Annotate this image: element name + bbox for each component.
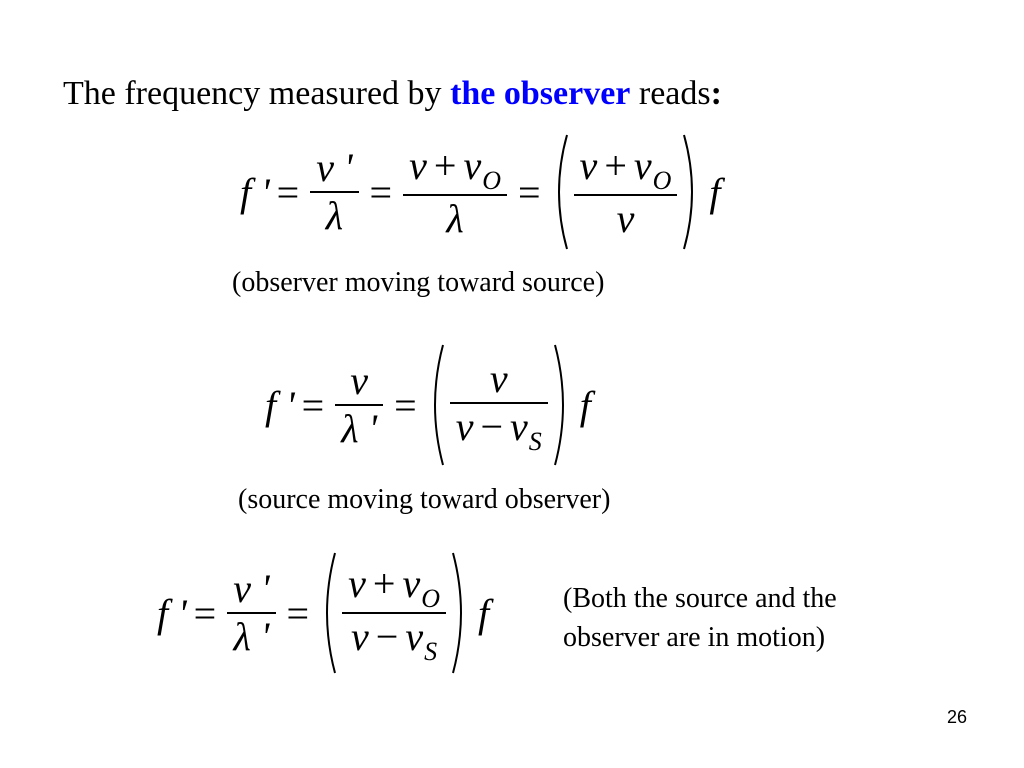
eq1-frac3-vo-sub: O [652,165,672,195]
eq2-fraction-2: v v−vS [449,355,548,456]
slide-heading: The frequency measured by the observer r… [63,72,722,116]
eq3-equals-1: = [193,590,217,636]
eq2-lhs: f ' [265,382,295,428]
page-number: 26 [946,707,967,727]
eq2-frac2-den-v: v [455,403,474,449]
heading-prefix: The frequency measured by [63,75,451,112]
heading-highlight: the observer [450,75,631,112]
eq3-frac2-plus: + [372,561,396,606]
eq2-equals-2: = [394,382,417,428]
eq3-frac2-den-v: v [351,614,369,659]
eq2-tail-f: f [579,382,591,428]
eq3-fraction-2: v+vO v−vS [342,561,446,666]
note-both-moving: (Both the source and the observer are in… [563,583,837,653]
eq2-frac1-den: λ ' [341,406,378,451]
eq2-fraction-1: v λ ' [335,358,384,452]
equation-observer-moving: f ' = v ' λ = v+vO λ = v+vO v f [240,133,721,251]
eq1-frac2-vo: v [463,142,482,188]
left-paren-icon [433,344,444,466]
eq1-frac3-vo: v [633,142,652,188]
eq3-fraction-1: v ' λ ' [227,566,276,660]
eq3-lhs: f ' [157,590,187,636]
eq1-equals-2: = [369,169,393,215]
eq1-frac2-den: λ [446,195,464,241]
eq2-frac2-vs-sub: S [528,426,542,456]
left-paren-icon [557,134,568,250]
eq1-frac3-plus: + [604,142,627,188]
eq1-frac2-vo-sub: O [482,165,501,195]
eq1-lhs: f ' [240,169,270,215]
left-paren-icon [326,552,337,674]
eq3-frac1-num: v ' [233,566,270,611]
eq3-frac2-vo: v [402,561,421,606]
eq1-frac3-num-v: v [579,142,598,188]
right-paren-icon [553,344,564,466]
eq3-equals-2: = [286,590,310,636]
eq1-frac2-num-v: v [409,142,427,188]
eq3-paren-group: v+vO v−vS [316,551,472,675]
eq3-frac2-vs-sub: S [424,637,438,666]
eq1-frac1-den: λ [325,193,344,238]
note-source-moving: (source moving toward observer) [238,484,611,515]
eq2-frac2-minus: − [480,403,504,449]
note-observer-moving: (observer moving toward source) [232,267,605,298]
eq2-frac1-num: v [350,358,369,403]
eq2-frac2-num: v [489,355,508,401]
eq1-fraction-2: v+vO λ [403,143,507,242]
eq2-equals-1: = [301,382,325,428]
heading-colon: : [710,75,722,112]
eq1-paren-group: v+vO v [548,133,704,251]
eq3-frac2-vs: v [405,614,424,659]
eq1-frac3-den: v [616,195,635,241]
eq2-paren-group: v v−vS [424,343,574,467]
eq1-equals-1: = [276,169,300,215]
equation-both-moving: f ' = v ' λ ' = v+vO v−vS f [157,551,489,675]
eq1-equals-3: = [517,169,541,215]
eq1-tail-f: f [709,169,721,215]
eq1-fraction-1: v ' λ [310,145,359,239]
eq1-fraction-3: v+vO v [573,142,678,242]
eq1-frac2-plus: + [433,142,457,188]
eq3-frac2-minus: − [375,614,399,659]
equation-source-moving: f ' = v λ ' = v v−vS f [265,343,591,467]
eq3-frac2-vo-sub: O [421,584,440,613]
eq3-frac2-num-v: v [348,561,366,606]
eq2-frac2-vs: v [510,403,528,449]
heading-suffix: reads [630,75,711,112]
eq3-frac1-den: λ ' [233,614,270,659]
eq1-frac1-num: v ' [316,145,353,190]
right-paren-icon [683,134,694,250]
eq3-tail-f: f [477,590,490,636]
right-paren-icon [452,552,462,674]
